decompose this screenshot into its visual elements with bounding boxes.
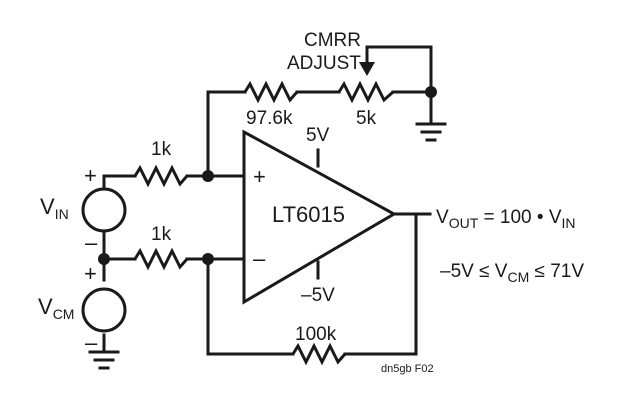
label-97-6k: 97.6k xyxy=(246,108,293,129)
wire-top-left xyxy=(206,90,247,178)
junction-dot xyxy=(202,253,214,265)
wire-fb-right xyxy=(343,212,418,356)
label-supply-pos: 5V xyxy=(306,125,330,146)
vin-minus-mark: – xyxy=(85,230,98,255)
label-vcm: VCM xyxy=(38,294,74,322)
resistor-97-6k xyxy=(243,80,299,104)
wire-wiper xyxy=(365,45,433,94)
junction-dot xyxy=(202,170,214,182)
wire-fb-left xyxy=(206,257,295,356)
resistor-1k-plus xyxy=(133,164,189,188)
opamp-triangle xyxy=(242,129,398,305)
ground-icon-bottom xyxy=(88,350,120,370)
junction-dot xyxy=(425,86,437,98)
junction-dot xyxy=(98,253,110,265)
trim-label-line1: CMRR xyxy=(304,30,361,51)
resistor-1k-minus xyxy=(133,247,189,271)
vcm-range-equation: –5V ≤ VCM ≤ 71V xyxy=(440,261,584,285)
label-1k-plus: 1k xyxy=(151,139,172,160)
trim-label-line2: ADJUST xyxy=(287,53,361,74)
vin-plus-mark: + xyxy=(84,163,97,188)
label-vin: VIN xyxy=(40,194,69,222)
label-supply-neg: –5V xyxy=(301,285,335,306)
vcm-minus-mark: – xyxy=(85,330,98,355)
source-vin xyxy=(81,187,127,233)
label-100k: 100k xyxy=(295,324,337,345)
label-1k-minus: 1k xyxy=(151,224,172,245)
ground-icon-trim xyxy=(415,122,447,142)
label-5k: 5k xyxy=(356,108,377,129)
source-vcm xyxy=(81,287,127,333)
resistor-5k-trim xyxy=(337,80,394,104)
figure-id: dn5gb F02 xyxy=(381,363,434,375)
output-equation: VOUT = 100 • VIN xyxy=(436,207,576,231)
wiper-arrow-icon xyxy=(359,62,375,76)
label-opamp-part: LT6015 xyxy=(272,202,345,227)
label-opamp-minus: – xyxy=(253,246,266,271)
vcm-plus-mark: + xyxy=(84,261,97,286)
label-opamp-plus: + xyxy=(253,164,266,189)
resistor-100k xyxy=(291,342,347,366)
